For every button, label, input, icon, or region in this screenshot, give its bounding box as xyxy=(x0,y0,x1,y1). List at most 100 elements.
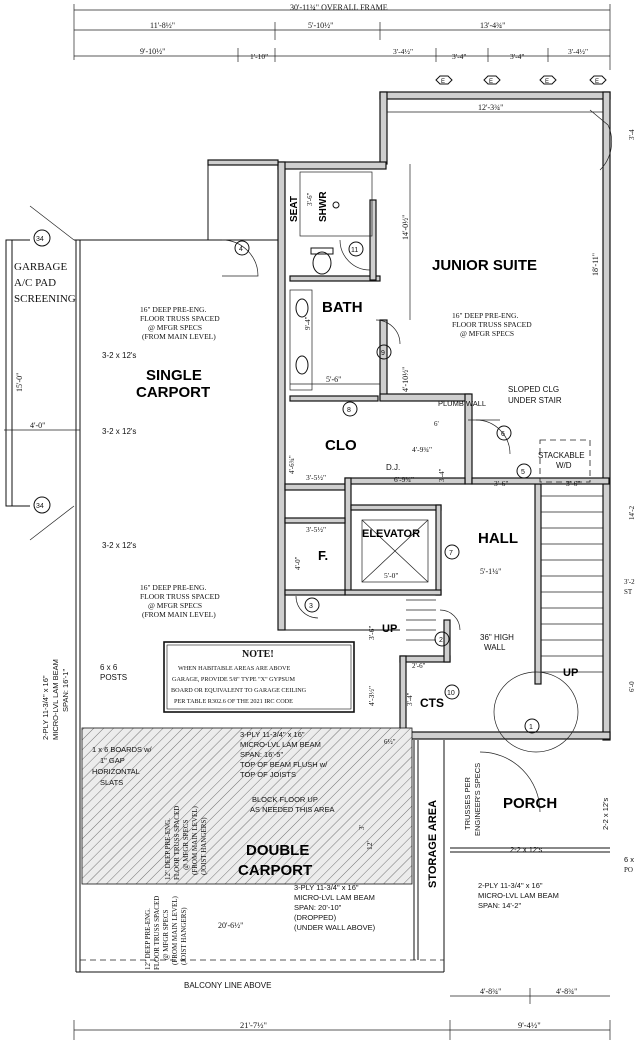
interior-dimensions: 12'-3¾" 14'-0½" 18'-11" 3'-6" 9'-4" 5'-6… xyxy=(4,103,603,930)
note-body-3: BOARD OR EQUIVALENT TO GARAGE CEILING xyxy=(171,687,307,694)
dim-storage-d: 12' xyxy=(365,841,374,851)
walls xyxy=(207,91,611,741)
dim-bottom-right: 9'-4½" xyxy=(518,1020,541,1030)
room-up-1: UP xyxy=(382,623,397,635)
dim-suite-depth: 14'-0½" xyxy=(401,215,410,240)
room-single-carport-1: SINGLE xyxy=(146,367,202,384)
stackable-wd xyxy=(539,439,591,483)
tag-2: 2 xyxy=(434,631,450,647)
note-block-1: BLOCK FLOOR UP xyxy=(252,795,318,804)
note-trusses-per-1: TRUSSES PER xyxy=(463,776,472,830)
note-lam3-1: 3-PLY 11-3/4" x 16" xyxy=(240,730,305,739)
note-lam-v-3: SPAN: 16'-1" xyxy=(61,669,70,712)
shower xyxy=(299,171,373,237)
svg-text:6: 6 xyxy=(501,431,505,438)
room-storage: STORAGE AREA xyxy=(427,800,439,888)
note-truss12b-5: (JOIST HANGERS) xyxy=(180,907,188,965)
room-up-2: UP xyxy=(563,667,578,679)
dim-f-h: 4'-0" xyxy=(294,556,302,570)
note-garbage-3: SCREENING xyxy=(14,293,76,305)
room-clo: CLO xyxy=(325,437,357,454)
hex-tag-c: E xyxy=(539,75,557,85)
room-porch: PORCH xyxy=(503,795,557,812)
room-f: F. xyxy=(318,548,328,563)
dim-right-c: 3'-2 xyxy=(624,578,635,586)
note-lam2-3: SPAN: 14'-2" xyxy=(478,901,521,910)
dim-up-h: 3'-6" xyxy=(367,626,376,640)
dim-sub-mid: 1'-10" xyxy=(250,52,268,61)
note-posts-1: 3-2 x 12's xyxy=(102,351,136,360)
note-truss-suite-3: @ MFGR SPECS xyxy=(460,329,514,338)
dim-elev-w: 5'-0" xyxy=(384,571,398,580)
svg-text:9: 9 xyxy=(381,350,385,357)
svg-text:E: E xyxy=(489,79,493,85)
svg-text:4: 4 xyxy=(239,246,243,253)
dim-cts-h: 4'-3½" xyxy=(367,686,376,706)
note-truss12b-4: (FROM MAIN LEVEL) xyxy=(171,896,179,965)
note-plumb: PLUMB WALL xyxy=(438,399,486,408)
room-hall: HALL xyxy=(478,530,518,547)
dim-right-po: PO xyxy=(624,866,633,874)
shower-drain xyxy=(332,201,340,209)
dim-hall-a: 4'-9¾" xyxy=(412,445,432,454)
dim-porch-r: 4'-8¾" xyxy=(556,987,577,996)
svg-text:3: 3 xyxy=(309,603,313,610)
svg-text:11: 11 xyxy=(351,247,358,254)
note-lam3b-2: MICRO-LVL LAM BEAM xyxy=(294,893,375,902)
note-body-1: WHEN HABITABLE AREAS ARE ABOVE xyxy=(178,665,290,672)
note-body-2: GARAGE, PROVIDE 5/8" TYPE "X" GYPSUM xyxy=(172,676,295,683)
dim-top-left: 11'-8½" xyxy=(150,21,175,30)
note-lam2-1: 2-PLY 11-3/4" x 16" xyxy=(478,881,543,890)
note-posts-6x-right: 6 x xyxy=(624,855,634,864)
toilet xyxy=(312,251,332,275)
garbage-screening xyxy=(5,205,75,541)
note-sloped-1: SLOPED CLG xyxy=(508,385,559,394)
elevator-cab xyxy=(361,519,429,583)
svg-text:8: 8 xyxy=(347,407,351,414)
note-truss-mid-4: (FROM MAIN LEVEL) xyxy=(142,610,216,619)
note-truss-top-2: FLOOR TRUSS SPACED xyxy=(140,314,220,323)
svg-text:2: 2 xyxy=(439,637,443,644)
block-floor-hatch xyxy=(81,727,413,885)
note-garbage-2: A/C PAD xyxy=(14,277,56,289)
dim-right-a: 3'-4 xyxy=(628,129,636,140)
dim-right-b: 14'-2 xyxy=(628,505,636,520)
dim-hall-c: 3'-4" xyxy=(438,468,446,482)
tag-5: 5 xyxy=(516,463,532,479)
dim-bottom-left: 21'-7½" xyxy=(240,1020,267,1030)
note-lam3b-4: (DROPPED) xyxy=(294,913,337,922)
note-porch-beam-v: 2-2 x 12's xyxy=(601,797,610,830)
dim-top-right: 13'-4¾" xyxy=(480,21,505,30)
note-boards-4: SLATS xyxy=(100,778,123,787)
note-trusses-per-2: ENGINEER'S SPECS xyxy=(473,763,482,836)
note-lam3-3: SPAN: 16'-5" xyxy=(240,750,283,759)
note-balcony: BALCONY LINE ABOVE xyxy=(184,981,271,990)
dim-overall: 30'-11¾" OVERALL FRAME xyxy=(290,3,388,12)
note-stackable-1: STACKABLE xyxy=(538,451,585,460)
toilet-tank xyxy=(310,247,334,255)
door-swings xyxy=(221,109,612,813)
dim-bath-v: 4'-10½" xyxy=(401,367,410,392)
note-stackable-2: W/D xyxy=(556,461,572,470)
tag-34-bottom: 34 xyxy=(33,496,51,514)
note-garbage-1: GARBAGE xyxy=(14,261,67,273)
notes: GARBAGE A/C PAD SCREENING 16" DEEP PRE-E… xyxy=(14,261,585,652)
room-elevator: ELEVATOR xyxy=(362,528,420,540)
dim-clo-w: 5'-6" xyxy=(326,375,341,384)
note-boards-2: 1" GAP xyxy=(100,756,125,765)
dim-clo-w2: 3'-5½" xyxy=(306,473,326,482)
dim-cts-b: 6½" xyxy=(384,738,396,746)
svg-text:1: 1 xyxy=(529,724,533,731)
dim-carport-h: 4'-0" xyxy=(30,421,45,430)
tag-34-top: 34 xyxy=(33,229,51,247)
note-lam-v-2: MICRO-LVL LAM BEAM xyxy=(51,659,60,740)
note-porch-beam: 2-2 x 12's xyxy=(510,845,543,854)
dim-cts-w: 2'-6" xyxy=(412,662,426,670)
dim-garage-w: 20'-6½" xyxy=(218,921,243,930)
note-truss12a-5: (JOIST HANGERS) xyxy=(200,817,208,875)
dim-hall-b: 6'-9¾" xyxy=(394,475,414,484)
dim-sub-r4: 3'-4½" xyxy=(568,47,588,56)
room-double-carport-2: CARPORT xyxy=(238,862,312,879)
dim-sub-r1: 3'-4½" xyxy=(393,47,413,56)
